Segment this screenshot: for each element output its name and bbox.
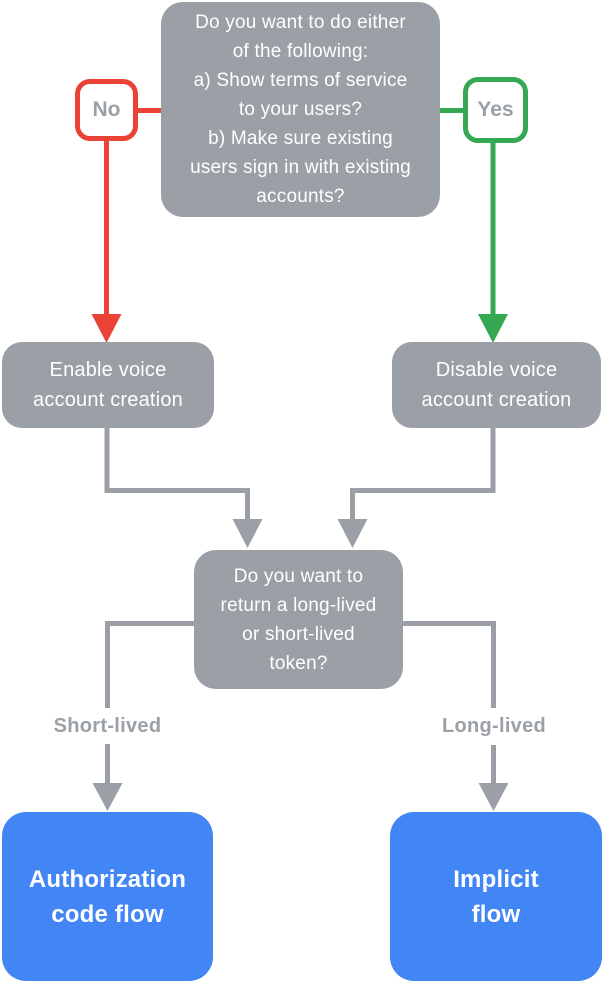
long-lived-edge-label: Long-lived [410, 708, 578, 745]
disable-voice-node: Disable voice account creation [392, 342, 601, 428]
enable-voice-node: Enable voice account creation [2, 342, 214, 428]
disable-to-token-arrowhead [337, 519, 368, 548]
long-lived-arrowhead [478, 783, 509, 811]
implicit-flow-node: Implicit flow [390, 812, 602, 981]
disable-to-token-line [350, 427, 496, 521]
short-lived-text: Short-lived [53, 714, 162, 737]
no-decision-pill: No [75, 79, 138, 141]
short-lived-branch-line [105, 621, 196, 785]
disable-voice-text: Disable voice account creation [421, 359, 572, 411]
authorization-code-flow-text: Authorization code flow [28, 865, 187, 928]
no-label: No [92, 98, 121, 121]
short-lived-edge-label: Short-lived [22, 708, 193, 744]
yes-decision-pill: Yes [463, 77, 528, 143]
token-question-text: Do you want to return a long-lived or sh… [220, 565, 377, 674]
authorization-code-flow-node: Authorization code flow [2, 812, 213, 981]
enable-to-token-line [104, 427, 250, 521]
yes-branch-arrowhead [478, 314, 508, 343]
long-lived-text: Long-lived [441, 715, 547, 737]
implicit-flow-text: Implicit flow [453, 865, 539, 928]
enable-to-token-arrowhead [232, 519, 263, 548]
enable-voice-text: Enable voice account creation [33, 359, 183, 411]
top-question-text: Do you want to do either of the followin… [190, 12, 411, 207]
no-branch-arrowhead [91, 314, 122, 343]
short-lived-arrowhead [92, 783, 123, 811]
long-lived-branch-line [401, 621, 496, 785]
yes-label: Yes [477, 98, 514, 121]
token-question-node: Do you want to return a long-lived or sh… [194, 550, 403, 689]
top-question-node: Do you want to do either of the followin… [161, 2, 440, 217]
